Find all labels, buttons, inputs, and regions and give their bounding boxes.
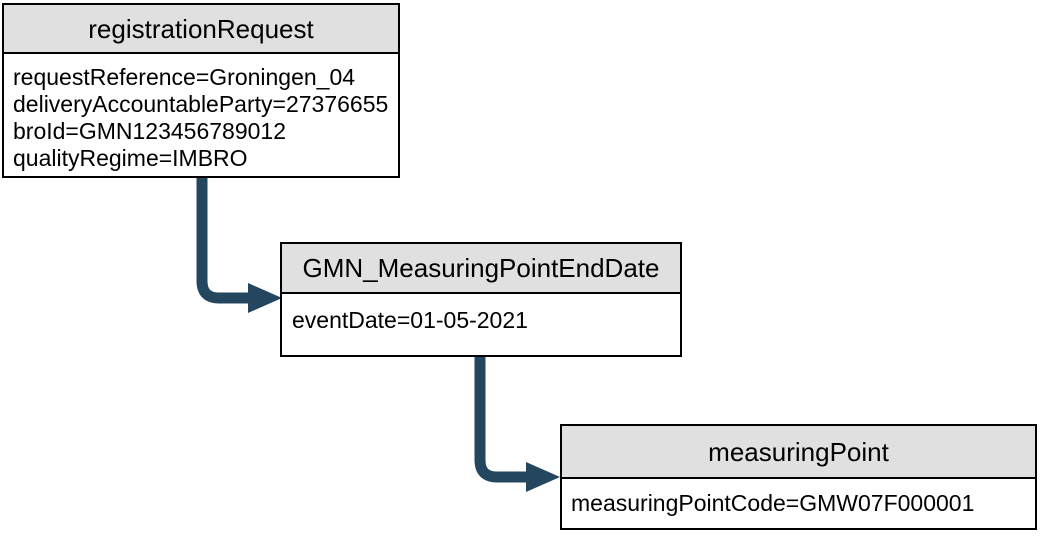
node-attribute: eventDate=01-05-2021 [292, 307, 528, 333]
node-title: GMN_MeasuringPointEndDate [282, 244, 680, 294]
node-attribute: measuringPointCode=GMW07F000001 [571, 490, 975, 516]
node-attributes: requestReference=Groningen_04 deliveryAc… [4, 54, 398, 172]
node-attributes: eventDate=01-05-2021 [282, 294, 680, 334]
node-title: measuringPoint [562, 426, 1035, 479]
connector-arrow-registration-to-enddate [196, 177, 282, 313]
node-attribute: requestReference=Groningen_04 [13, 64, 356, 90]
arrowhead-icon [526, 462, 560, 492]
connector-arrow-enddate-to-measuringpoint [474, 356, 560, 492]
node-gmn-measuring-point-end-date: GMN_MeasuringPointEndDate eventDate=01-0… [280, 242, 682, 357]
node-attributes: measuringPointCode=GMW07F000001 [562, 479, 1035, 528]
node-attribute: broId=GMN123456789012 [13, 118, 287, 144]
node-title: registrationRequest [4, 5, 398, 54]
arrowhead-icon [248, 283, 282, 313]
node-registration-request: registrationRequest requestReference=Gro… [2, 3, 400, 178]
node-attribute: qualityRegime=IMBRO [13, 145, 248, 171]
node-measuring-point: measuringPoint measuringPointCode=GMW07F… [560, 424, 1037, 530]
node-attribute: deliveryAccountableParty=27376655 [13, 91, 389, 117]
